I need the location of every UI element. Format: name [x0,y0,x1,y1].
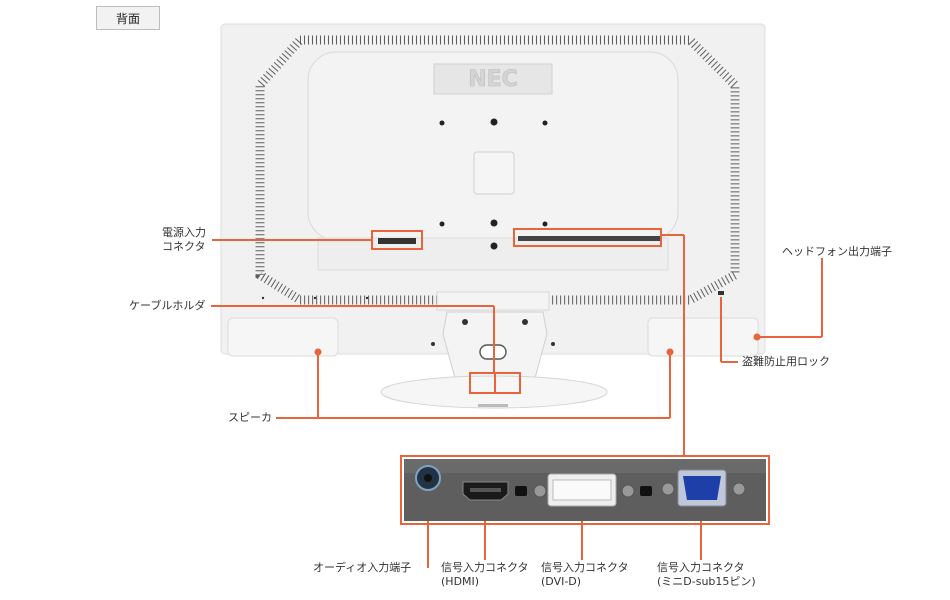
label-dsub-line2: (ミニD-sub15ピン) [657,575,756,588]
speaker-right [647,317,759,357]
speaker-left [227,317,339,357]
label-power-line1: 電源入力 [162,226,206,239]
vesa-screws [439,118,548,250]
label-dsub: 信号入力コネクタ (ミニD-sub15ピン) [657,561,756,589]
label-dvi: 信号入力コネクタ (DVI-D) [541,561,629,589]
center-cover [473,151,515,195]
label-power-connector: 電源入力 コネクタ [162,226,206,254]
lock-slot [718,291,724,295]
label-hdmi-line2: (HDMI) [441,575,480,588]
label-audio-input: オーディオ入力端子 [313,561,412,574]
label-dsub-line1: 信号入力コネクタ [657,561,745,574]
brand-logo: NEC [468,67,518,92]
connector-panel-frame [400,455,770,525]
logo-plate [433,63,553,95]
power-connector [378,238,416,244]
label-dvi-line1: 信号入力コネクタ [541,561,629,574]
label-hdmi-line1: 信号入力コネクタ [441,561,529,574]
label-power-line2: コネクタ [162,240,206,253]
callout-lines [211,228,823,568]
label-cable-holder: ケーブルホルダ [129,299,206,312]
label-dvi-line2: (DVI-D) [541,575,582,588]
label-headphone-jack: ヘッドフォン出力端子 [782,245,892,258]
signal-slot [518,236,660,241]
label-hdmi: 信号入力コネクタ (HDMI) [441,561,529,589]
label-security-lock: 盗難防止用ロック [742,355,830,368]
back-view-tab-label: 背面 [115,11,140,26]
label-speaker: スピーカ [228,411,272,424]
back-view-tab[interactable]: 背面 [96,6,160,30]
